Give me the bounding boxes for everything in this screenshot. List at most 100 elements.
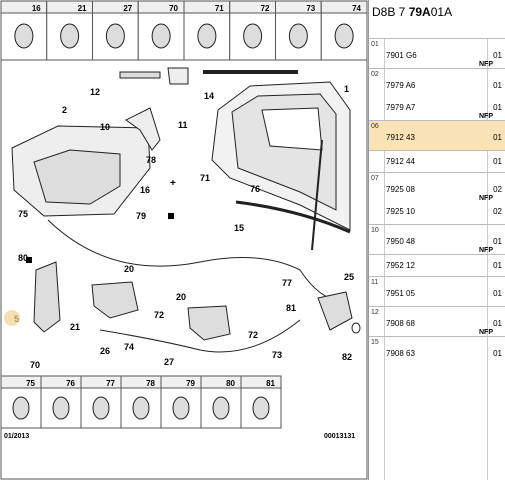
top-cell-number: 74 bbox=[352, 4, 361, 13]
label-16: 16 bbox=[140, 185, 150, 195]
part-quantity: 01 bbox=[493, 237, 502, 246]
panel-header: D8B 7 79A01A bbox=[369, 0, 505, 24]
top-cell-number: 72 bbox=[261, 4, 270, 13]
label-79: 79 bbox=[136, 211, 146, 221]
part-quantity: 01 bbox=[493, 81, 502, 90]
fastener-icon bbox=[92, 396, 110, 420]
label-77-diagram: 77 bbox=[282, 278, 292, 288]
bottom-cell-number: 75 bbox=[26, 379, 35, 388]
label-82: 82 bbox=[342, 352, 352, 362]
bottom-cell-number: 78 bbox=[146, 379, 155, 388]
hood-insulator-icon bbox=[11, 125, 151, 217]
highlight-circle bbox=[4, 310, 20, 326]
fastener-icon bbox=[151, 23, 171, 49]
part-reference: 7950 48 bbox=[386, 237, 415, 246]
marker-80 bbox=[26, 257, 32, 263]
part-quantity: 01 bbox=[493, 349, 502, 358]
label-20a: 20 bbox=[124, 264, 134, 274]
fastener-icon bbox=[334, 23, 354, 49]
fastener-icon bbox=[172, 396, 190, 420]
footer-doc-number: 00013131 bbox=[324, 433, 355, 440]
part-reference: 7925 08 bbox=[386, 185, 415, 194]
fastener-icon bbox=[243, 23, 263, 49]
header-code-prefix: D8B 7 bbox=[372, 5, 406, 19]
part-quantity: 01 bbox=[493, 133, 502, 142]
nfp-badge: NFP bbox=[479, 329, 493, 336]
fastener-icon bbox=[212, 396, 230, 420]
fastener-icon bbox=[14, 23, 34, 49]
hood-icon bbox=[211, 81, 351, 231]
fastener-icon bbox=[12, 396, 30, 420]
group-number: 10 bbox=[371, 227, 379, 234]
bolt-12 bbox=[119, 71, 161, 79]
fastener-icon bbox=[252, 396, 270, 420]
label-27: 27 bbox=[164, 357, 174, 367]
label-21: 21 bbox=[70, 322, 80, 332]
label-75-diagram: 75 bbox=[18, 209, 28, 219]
nfp-badge: NFP bbox=[479, 247, 493, 254]
part-reference: 7951 05 bbox=[386, 289, 415, 298]
fastener-icon bbox=[60, 23, 80, 49]
group-number: 15 bbox=[371, 339, 379, 346]
lock-20b bbox=[187, 305, 231, 341]
hinge-bracket bbox=[167, 67, 189, 85]
lock-20a bbox=[91, 281, 139, 319]
label-72a: 72 bbox=[154, 310, 164, 320]
hinge-5 bbox=[33, 261, 61, 333]
parts-group-row[interactable]: 11 7951 05 01 bbox=[369, 276, 505, 306]
part-quantity: 02 bbox=[493, 207, 502, 216]
part-quantity: 01 bbox=[493, 157, 502, 166]
footer-date: 01/2013 bbox=[4, 433, 29, 440]
label-81-diagram: 81 bbox=[286, 303, 296, 313]
seal-15 bbox=[235, 200, 351, 234]
nfp-badge: NFP bbox=[479, 113, 493, 120]
label-26: 26 bbox=[100, 346, 110, 356]
part-reference: 7979 A6 bbox=[386, 81, 416, 90]
nfp-badge: NFP bbox=[479, 195, 493, 202]
part-quantity: 01 bbox=[493, 103, 502, 112]
bottom-cell-number: 81 bbox=[266, 379, 275, 388]
label-14: 14 bbox=[204, 91, 214, 101]
label-70: 70 bbox=[30, 360, 40, 370]
label-76-diagram: 76 bbox=[250, 184, 260, 194]
fastener-icon bbox=[288, 23, 308, 49]
label-25: 25 bbox=[344, 272, 354, 282]
group-number: 01 bbox=[371, 41, 379, 48]
part-reference: 7912 44 bbox=[386, 157, 415, 166]
label-10: 10 bbox=[100, 122, 110, 132]
part-quantity: 01 bbox=[493, 289, 502, 298]
part-quantity: 01 bbox=[493, 261, 502, 270]
clip-82 bbox=[351, 322, 361, 334]
top-cell-number: 21 bbox=[78, 4, 87, 13]
part-reference: 7952 12 bbox=[386, 261, 415, 270]
group-number: 02 bbox=[371, 71, 379, 78]
part-quantity: 01 bbox=[493, 51, 502, 60]
handle-25 bbox=[317, 291, 353, 331]
bracket-10 bbox=[125, 107, 161, 151]
bottom-cell-number: 79 bbox=[186, 379, 195, 388]
label-73: 73 bbox=[272, 350, 282, 360]
part-reference: 7912 43 bbox=[386, 133, 415, 142]
part-reference: 7979 A7 bbox=[386, 103, 416, 112]
part-reference: 7901 G6 bbox=[386, 51, 417, 60]
group-number: 11 bbox=[371, 279, 379, 286]
parts-group-row[interactable]: 7952 12 01 bbox=[369, 254, 505, 276]
bottom-cell-number: 76 bbox=[66, 379, 75, 388]
label-78: 78 bbox=[146, 155, 156, 165]
label-74: 74 bbox=[124, 342, 134, 352]
marker-16: + bbox=[170, 178, 176, 189]
parts-group-row[interactable]: 7912 44 01 bbox=[369, 150, 505, 172]
bottom-cell-number: 80 bbox=[226, 379, 235, 388]
top-cell-number: 70 bbox=[169, 4, 178, 13]
